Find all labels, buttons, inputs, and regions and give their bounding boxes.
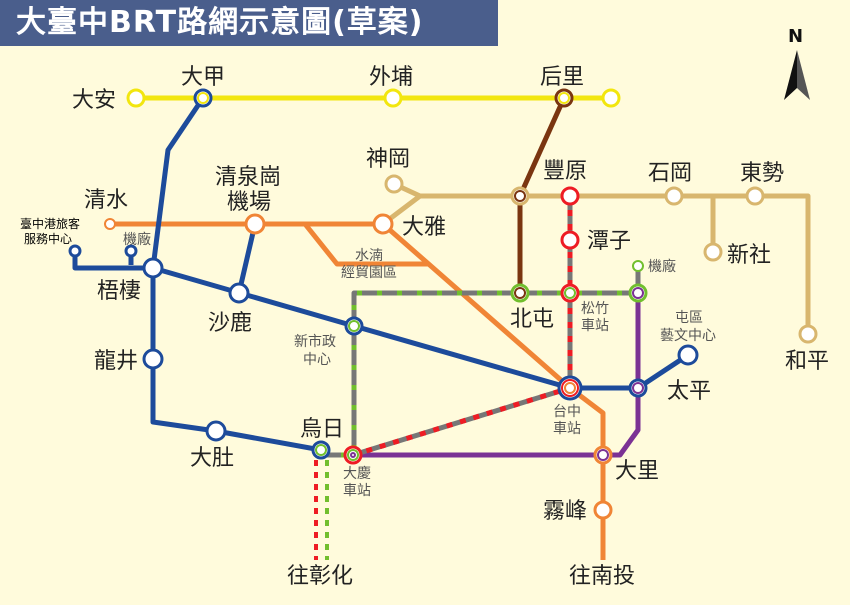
label-dadu: 大肚 — [190, 446, 234, 471]
station-port[interactable] — [68, 244, 82, 258]
label-wufeng: 霧峰 — [543, 499, 587, 524]
label-to-nantou: 往南投 — [569, 564, 635, 589]
label-civic-2: 中心 — [303, 352, 331, 368]
label-tanzi: 潭子 — [587, 229, 631, 254]
label-depot-east: 機廠 — [648, 258, 676, 275]
label-qingquangang: 清泉崗 — [215, 165, 281, 190]
station-wuqi[interactable] — [142, 257, 164, 279]
label-dongshi: 東勢 — [740, 161, 784, 186]
station-shengang[interactable] — [384, 174, 404, 194]
label-houli: 后里 — [540, 65, 584, 90]
label-dajia: 大甲 — [181, 65, 225, 90]
station-tunqu[interactable] — [677, 344, 699, 366]
label-songzhu-2: 車站 — [581, 317, 609, 334]
station-xinshe[interactable] — [703, 242, 723, 262]
label-to-changhua: 往彰化 — [287, 564, 353, 589]
station-wufeng[interactable] — [593, 500, 613, 520]
station-shigang[interactable] — [664, 186, 684, 206]
svg-text:N: N — [788, 26, 803, 47]
label-waipu: 外埔 — [369, 65, 413, 90]
station-yellow-end[interactable] — [601, 88, 621, 108]
map-title: 大臺中BRT路網示意圖(草案) — [0, 0, 498, 46]
label-depot-west: 機廠 — [123, 231, 151, 248]
station-fengyuan-red[interactable] — [560, 186, 580, 206]
label-daan: 大安 — [72, 88, 116, 113]
label-wuri: 烏日 — [300, 417, 344, 442]
label-civic-1: 新市政 — [294, 333, 336, 350]
label-qingshui: 清水 — [84, 188, 128, 213]
label-daqing-1: 大慶 — [343, 466, 371, 482]
label-port-1: 臺中港旅客 — [20, 216, 80, 231]
station-heping[interactable] — [798, 324, 818, 344]
label-taiping: 太平 — [667, 379, 711, 404]
station-depot-west[interactable] — [124, 244, 138, 258]
purple-line — [353, 293, 641, 458]
label-dali: 大里 — [615, 459, 659, 484]
label-daya: 大雅 — [402, 215, 446, 240]
label-port-2: 服務中心 — [24, 231, 72, 246]
label-tunqu-1: 屯區 — [675, 310, 703, 326]
label-shuinan-2: 經貿園區 — [341, 265, 397, 281]
station-waipu[interactable] — [383, 88, 403, 108]
station-dongshi[interactable] — [745, 186, 765, 206]
label-airport: 機場 — [227, 190, 271, 215]
label-taichung-1: 台中 — [553, 404, 581, 420]
label-longjing: 龍井 — [94, 349, 138, 374]
station-qingshui[interactable] — [104, 218, 116, 230]
station-dadu[interactable] — [205, 420, 227, 442]
label-shuinan-1: 水湳 — [355, 248, 383, 264]
north-arrow-icon: N — [784, 26, 810, 100]
label-xinshe: 新社 — [727, 243, 771, 268]
label-songzhu-1: 松竹 — [581, 301, 609, 317]
station-tanzi[interactable] — [560, 230, 580, 250]
station-shalu[interactable] — [228, 282, 250, 304]
station-depot-east[interactable] — [632, 260, 644, 272]
station-longjing[interactable] — [142, 348, 164, 370]
label-tunqu-2: 藝文中心 — [660, 328, 716, 344]
station-airport[interactable] — [244, 213, 266, 235]
label-beitun: 北屯 — [510, 307, 554, 332]
label-fengyuan: 豐原 — [543, 159, 587, 184]
station-daya[interactable] — [372, 213, 394, 235]
label-taichung-2: 車站 — [553, 420, 581, 437]
label-heping: 和平 — [785, 349, 829, 374]
label-wuqi: 梧棲 — [97, 279, 141, 304]
label-shengang: 神岡 — [366, 147, 410, 172]
station-daan[interactable] — [126, 88, 146, 108]
label-shalu: 沙鹿 — [208, 311, 252, 336]
label-daqing-2: 車站 — [343, 482, 371, 499]
label-shigang: 石岡 — [648, 161, 692, 186]
